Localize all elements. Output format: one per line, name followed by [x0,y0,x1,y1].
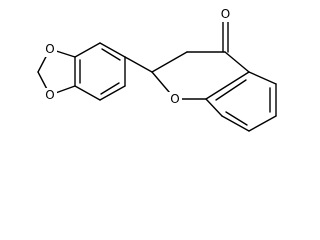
bond [224,51,250,73]
carbonyl-group [222,21,229,53]
double-bond-inner [225,111,248,126]
label-background [43,88,57,103]
chromanone-pyranone-ring [151,51,250,100]
label-background [43,42,57,57]
label-background [219,7,233,22]
bond [99,42,126,58]
atom-labels: O O O O [43,7,233,107]
dioxole-oxygen-top-label: O [45,42,54,56]
label-background [168,92,182,107]
bond [74,85,101,101]
bond [221,115,250,132]
bond [248,115,277,132]
bond [248,71,277,85]
dioxole-oxygen-bottom-label: O [45,88,54,102]
fused-benzene-ring [205,71,277,132]
bond [151,51,188,73]
bond [74,42,101,58]
benzodioxole-benzene-ring [74,42,126,101]
ring-oxygen-label: O [170,92,179,106]
bond [205,71,250,100]
chemical-structure-diagram: O O O O [37,7,277,132]
bond [205,98,223,117]
double-bond-inner [215,79,247,101]
bond [99,85,126,101]
carbonyl-oxygen-label: O [221,7,230,21]
aryl-c2-bond [124,56,153,73]
double-bond-inner [100,82,120,95]
double-bond-inner [101,48,121,61]
